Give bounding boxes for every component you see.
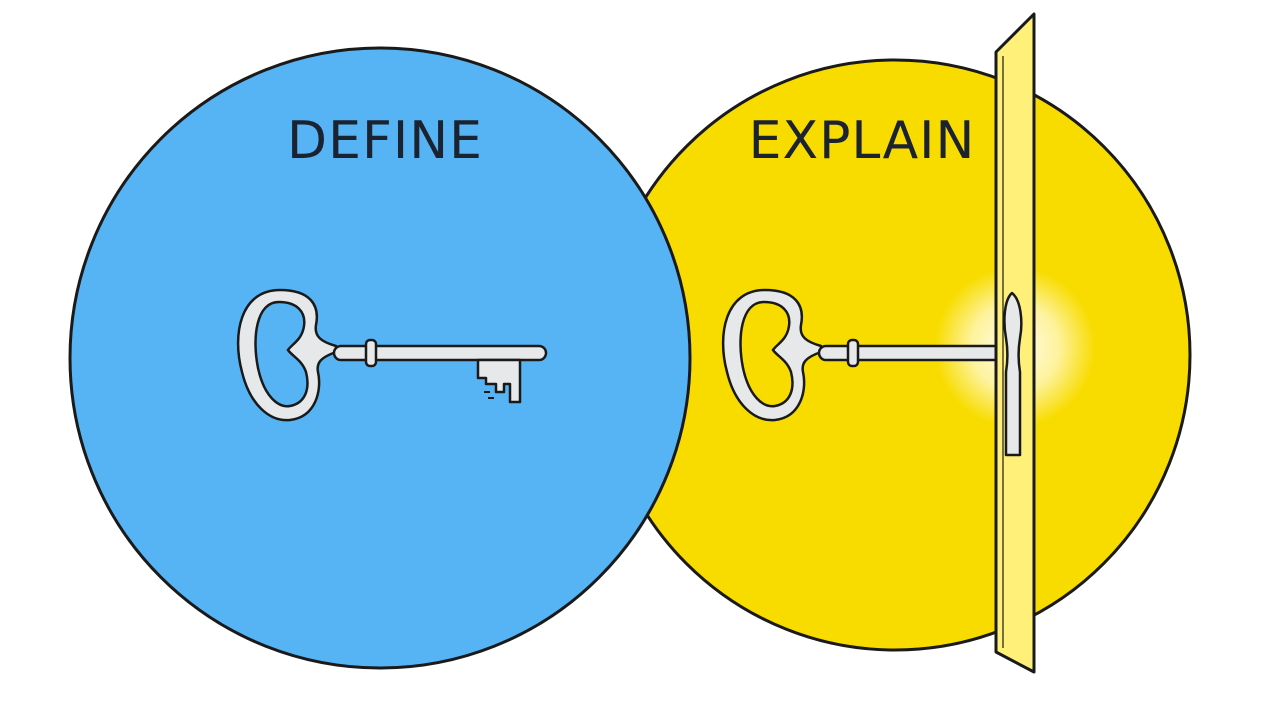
right-key-icon — [721, 288, 1021, 422]
explain-label: EXPLAIN — [749, 111, 976, 171]
keyhole-icon — [1003, 291, 1023, 457]
left-key-icon — [236, 288, 548, 422]
define-label: DEFINE — [287, 111, 483, 171]
